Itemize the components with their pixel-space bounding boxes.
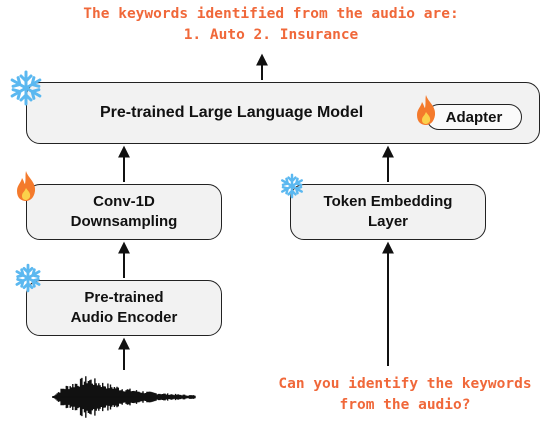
conv-downsampling-box: Conv-1D Downsampling	[26, 184, 222, 240]
snowflake-icon	[281, 173, 303, 199]
prompt-line-2: from the audio?	[339, 397, 471, 413]
audio-waveform-icon	[52, 376, 196, 418]
snowflake-icon	[15, 263, 41, 293]
prompt-line-1: Can you identify the keywords	[278, 376, 532, 392]
encoder-line-2: Audio Encoder	[70, 309, 178, 326]
encoder-line-1: Pre-trained	[84, 289, 164, 306]
flame-icon	[17, 171, 36, 201]
conv-line-1: Conv-1D	[93, 193, 155, 210]
token-embedding-box: Token Embedding Layer	[290, 184, 486, 240]
llm-label: Pre-trained Large Language Model	[100, 104, 364, 121]
conv-line-2: Downsampling	[70, 213, 178, 230]
output-line-1: The keywords identified from the audio a…	[83, 6, 459, 22]
prompt-text: Can you identify the keywords from the a…	[262, 374, 542, 416]
snowflake-icon	[10, 70, 42, 106]
token-line-1: Token Embedding	[323, 193, 453, 210]
flame-icon	[417, 95, 436, 125]
adapter-label: Adapter	[445, 108, 503, 126]
token-line-2: Layer	[367, 213, 409, 230]
output-text: The keywords identified from the audio a…	[0, 4, 542, 46]
output-line-2: 1. Auto 2. Insurance	[183, 27, 359, 43]
audio-encoder-box: Pre-trained Audio Encoder	[26, 280, 222, 336]
